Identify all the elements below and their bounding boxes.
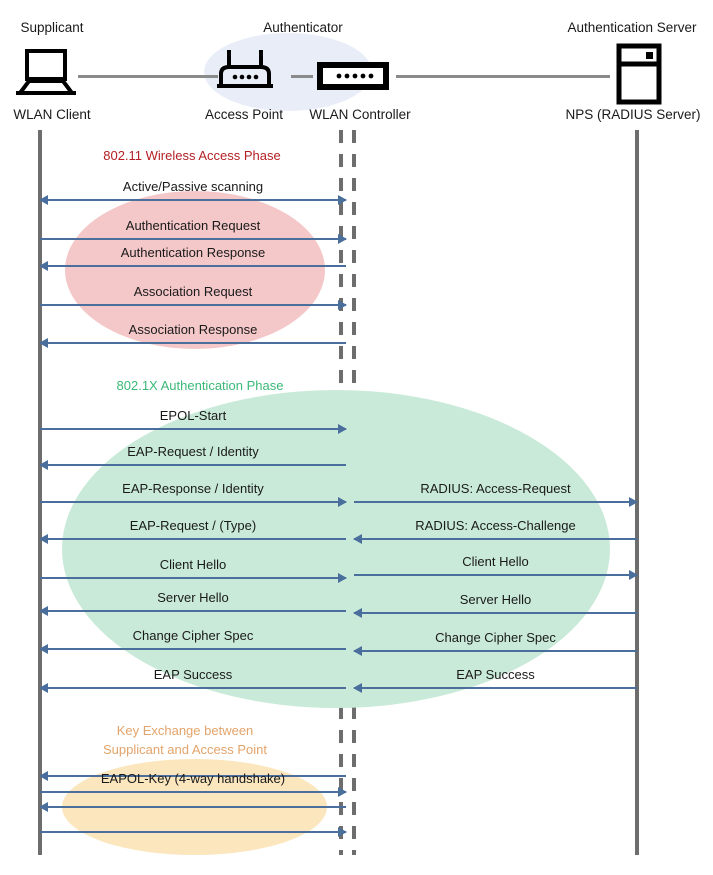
wire-ap-to-controller xyxy=(291,75,313,78)
message-line-r1 xyxy=(354,501,637,503)
message-line-m16 xyxy=(40,806,346,808)
laptop-icon xyxy=(14,49,78,102)
message-line-r4 xyxy=(354,612,637,614)
message-line-m17 xyxy=(40,831,346,833)
arrowhead-left-m12 xyxy=(39,644,48,654)
message-label-r5: Change Cipher Spec xyxy=(435,630,556,645)
message-label-m1: Active/Passive scanning xyxy=(122,179,264,194)
wire-controller-to-server xyxy=(396,75,610,78)
message-label-m2: Authentication Request xyxy=(125,218,261,233)
arrowhead-left-m1 xyxy=(39,195,48,205)
message-label-m4: Association Request xyxy=(133,284,253,299)
arrowhead-right-m10 xyxy=(338,573,347,583)
arrowhead-left-r6 xyxy=(353,683,362,693)
message-label-r2: RADIUS: Access-Challenge xyxy=(415,518,576,533)
arrowhead-left-m9 xyxy=(39,534,48,544)
message-line-m7 xyxy=(40,464,346,466)
message-label-m7: EAP-Request / Identity xyxy=(127,444,259,459)
role-title-authentication-server: Authentication Server xyxy=(567,20,697,35)
arrowhead-left-r4 xyxy=(353,608,362,618)
message-label-m6: EPOL-Start xyxy=(159,408,227,423)
phase-caption-keyexchange-line1: Key Exchange between xyxy=(116,723,254,738)
message-line-m12 xyxy=(40,648,346,650)
wire-client-to-ap xyxy=(78,75,218,78)
message-line-r2 xyxy=(354,538,637,540)
message-label-r6: EAP Success xyxy=(456,667,535,682)
node-label-wlan-controller: WLAN Controller xyxy=(309,107,411,122)
arrowhead-right-m1 xyxy=(338,195,347,205)
role-title-authenticator: Authenticator xyxy=(263,20,343,35)
message-line-m3 xyxy=(40,265,346,267)
message-line-m14 xyxy=(40,775,346,777)
message-label-r4: Server Hello xyxy=(459,592,532,607)
role-title-supplicant: Supplicant xyxy=(20,20,84,35)
message-line-r6 xyxy=(354,687,637,689)
message-line-m9 xyxy=(40,538,346,540)
arrowhead-left-m14 xyxy=(39,771,48,781)
message-label-r1: RADIUS: Access-Request xyxy=(420,481,571,496)
message-label-m3: Authentication Response xyxy=(120,245,266,260)
message-line-m1 xyxy=(40,199,346,201)
message-line-m13 xyxy=(40,687,346,689)
phase-caption-80211: 802.11 Wireless Access Phase xyxy=(103,148,281,163)
arrowhead-left-m11 xyxy=(39,606,48,616)
network-switch-icon xyxy=(317,62,389,95)
arrowhead-left-m7 xyxy=(39,460,48,470)
message-label-m12: Change Cipher Spec xyxy=(132,628,254,643)
phase-blob-80211 xyxy=(65,191,325,349)
message-line-r3 xyxy=(354,574,637,576)
lifeline-auth-server xyxy=(635,130,639,855)
arrowhead-left-m13 xyxy=(39,683,48,693)
message-line-m8 xyxy=(40,501,346,503)
arrowhead-right-m8 xyxy=(338,497,347,507)
arrowhead-left-m3 xyxy=(39,261,48,271)
arrowhead-left-r5 xyxy=(353,646,362,656)
arrowhead-right-r1 xyxy=(629,497,638,507)
message-label-m10: Client Hello xyxy=(159,557,227,572)
phase-caption-8021x: 802.1X Authentication Phase xyxy=(116,378,284,393)
arrowhead-left-m16 xyxy=(39,802,48,812)
message-line-m11 xyxy=(40,610,346,612)
message-line-m15 xyxy=(40,791,346,793)
message-label-m5: Association Response xyxy=(128,322,258,337)
arrowhead-right-m6 xyxy=(338,424,347,434)
arrowhead-right-m17 xyxy=(338,827,347,837)
message-label-r3: Client Hello xyxy=(462,554,529,569)
arrowhead-right-r3 xyxy=(629,570,638,580)
server-tower-icon xyxy=(616,43,662,110)
lifeline-supplicant xyxy=(38,130,42,855)
arrowhead-right-m15 xyxy=(338,787,347,797)
node-label-wlan-client: WLAN Client xyxy=(13,107,91,122)
message-line-m10 xyxy=(40,577,346,579)
arrowhead-right-m2 xyxy=(338,234,347,244)
node-label-nps-server: NPS (RADIUS Server) xyxy=(565,107,701,122)
message-label-m8: EAP-Response / Identity xyxy=(122,481,264,496)
message-label-m9: EAP-Request / (Type) xyxy=(129,518,257,533)
message-line-m4 xyxy=(40,304,346,306)
arrowhead-left-m5 xyxy=(39,338,48,348)
arrowhead-left-r2 xyxy=(353,534,362,544)
message-line-m6 xyxy=(40,428,346,430)
phase-caption-keyexchange-line2: Supplicant and Access Point xyxy=(102,742,268,757)
wireless-router-icon xyxy=(215,48,275,98)
arrowhead-right-m4 xyxy=(338,300,347,310)
message-label-m15: EAPOL-Key (4-way handshake) xyxy=(100,771,286,786)
message-line-m2 xyxy=(40,238,346,240)
message-line-m5 xyxy=(40,342,346,344)
message-line-r5 xyxy=(354,650,637,652)
message-label-m11: Server Hello xyxy=(157,590,229,605)
node-label-access-point: Access Point xyxy=(204,107,284,122)
message-label-m13: EAP Success xyxy=(153,667,233,682)
phase-blob-8021x xyxy=(62,390,610,708)
